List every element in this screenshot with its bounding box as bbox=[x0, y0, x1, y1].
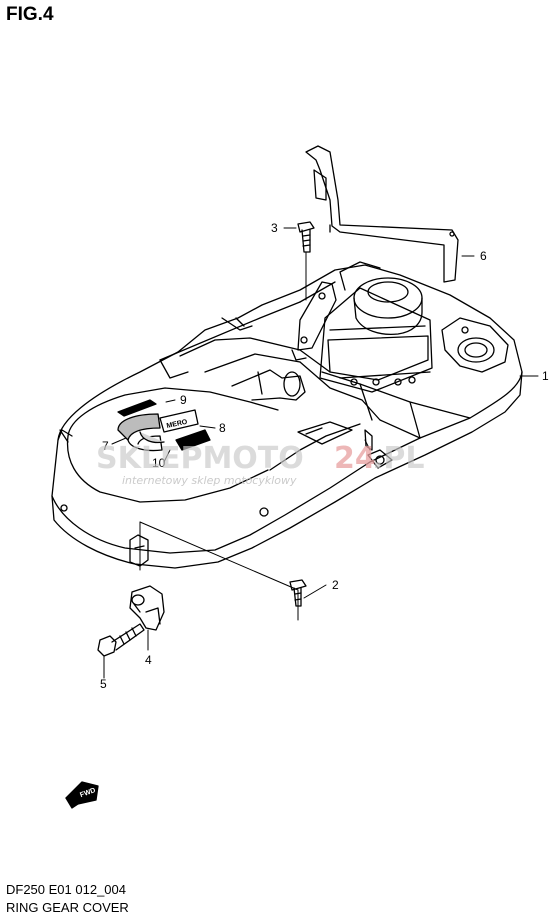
part-3-bolt bbox=[297, 221, 315, 253]
callout-4: 4 bbox=[145, 653, 152, 667]
figure-name: RING GEAR COVER bbox=[6, 900, 129, 915]
callout-7: 7 bbox=[102, 439, 109, 453]
callout-9: 9 bbox=[180, 393, 187, 407]
figure-title: FIG.4 bbox=[6, 4, 54, 25]
callout-5: 5 bbox=[100, 677, 107, 691]
figure-code: DF250 E01 012_004 bbox=[6, 882, 126, 897]
watermark: SKLEPMOTO 24 .PL internetowy sklep motoc… bbox=[96, 441, 425, 487]
decal-group bbox=[117, 399, 211, 452]
watermark-line1-a: SKLEPMOTO bbox=[96, 441, 304, 476]
callout-1: 1 bbox=[542, 369, 549, 383]
watermark-line2: internetowy sklep motocyklowy bbox=[122, 474, 297, 487]
part-4-clamp bbox=[129, 585, 165, 631]
part-5-bolt bbox=[97, 623, 145, 657]
callout-8: 8 bbox=[219, 421, 226, 435]
callout-6: 6 bbox=[480, 249, 487, 263]
fwd-arrow-icon bbox=[65, 781, 99, 809]
decal-label: MERO bbox=[166, 419, 189, 430]
callout-3: 3 bbox=[271, 221, 278, 235]
leader-lines bbox=[103, 227, 539, 679]
callout-2: 2 bbox=[332, 578, 339, 592]
watermark-line1-b: 24 bbox=[334, 441, 376, 476]
ring-gear-cover-body bbox=[51, 261, 523, 569]
part-6-bracket bbox=[305, 145, 459, 283]
callout-10: 10 bbox=[152, 456, 166, 470]
watermark-line1-c: .PL bbox=[372, 441, 425, 476]
